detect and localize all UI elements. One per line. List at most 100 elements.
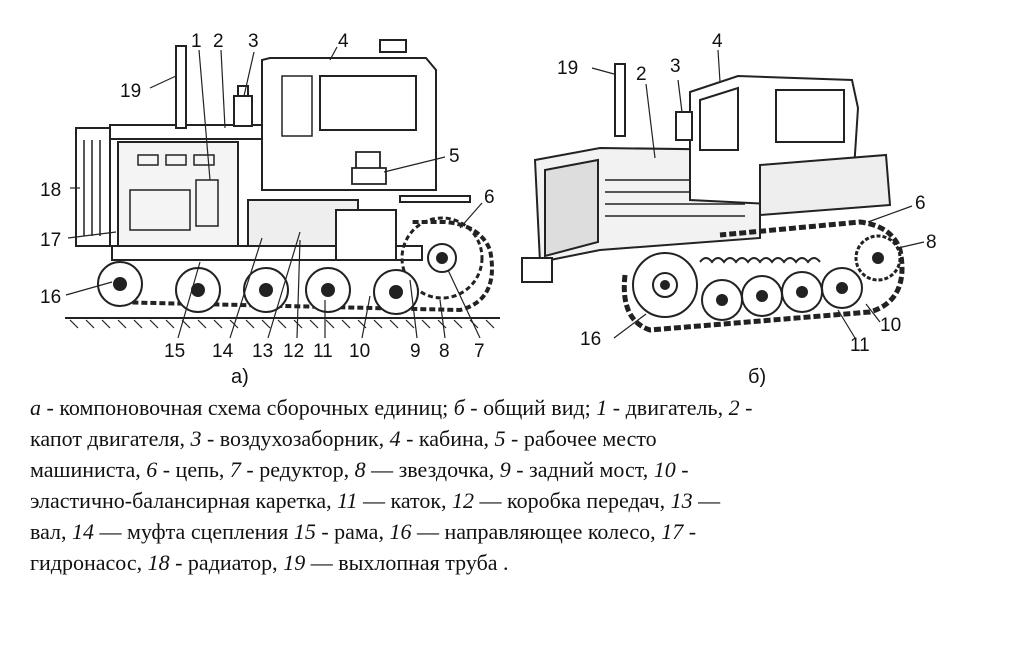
label-a-9: 9 — [410, 341, 421, 362]
label-b-19: 19 — [557, 58, 578, 79]
air-intake-b — [675, 111, 693, 141]
caption-text: гидронасос, — [30, 550, 148, 575]
caption-text: — направляющее колесо, — [411, 519, 662, 544]
labels-a: 1 2 3 4 5 6 7 8 9 10 11 12 13 14 15 16 1… — [40, 31, 495, 388]
label-a-13: 13 — [252, 341, 273, 362]
label-a-19: 19 — [120, 81, 141, 102]
caption-text: — коробка передач, — [474, 488, 671, 513]
caption-text: — звездочка, — [365, 457, 500, 482]
caption-text: — выхлопная труба . — [305, 550, 509, 575]
engine-hood — [109, 124, 271, 140]
label-a-16: 16 — [40, 287, 61, 308]
caption-text: - рама, — [315, 519, 390, 544]
leader-lines-b — [591, 49, 925, 339]
road-wheels-b — [701, 267, 863, 321]
caption-line: машиниста, 6 - цепь, 7 - редуктор, 8 — з… — [30, 454, 995, 485]
caption-line: капот двигателя, 3 - воздухозаборник, 4 … — [30, 423, 995, 454]
caption-ref: 8 — [354, 457, 366, 482]
caption-ref: б — [453, 395, 465, 420]
ground-line — [65, 317, 500, 329]
label-b-6: 6 — [915, 193, 926, 214]
caption-ref: а — [30, 395, 41, 420]
caption-text: - кабина, — [400, 426, 495, 451]
caption-text: — — [692, 488, 721, 513]
suspension-springs-b — [699, 257, 821, 264]
caption-ref: 13 — [670, 488, 693, 513]
caption-text: — каток, — [357, 488, 453, 513]
label-a-15: 15 — [164, 341, 185, 362]
tractor-perspective-view — [521, 63, 905, 333]
caption-text: - редуктор, — [240, 457, 355, 482]
caption-text: - цепь, — [157, 457, 230, 482]
caption-ref: 17 — [661, 519, 684, 544]
caption-ref: 6 — [146, 457, 158, 482]
labels-b: 19 2 3 4 6 8 16 11 10 б) — [557, 31, 937, 388]
caption-text: - двигатель, — [607, 395, 729, 420]
idler-wheel — [97, 261, 143, 307]
air-intake — [233, 85, 253, 127]
caption-ref: 15 — [293, 519, 316, 544]
label-b-3: 3 — [670, 56, 681, 77]
caption-ref: 5 — [494, 426, 506, 451]
label-b-8: 8 — [926, 232, 937, 253]
label-b-4: 4 — [712, 31, 723, 52]
caption-text: - компоновочная схема сборочных единиц; — [41, 395, 454, 420]
caption-line: вал, 14 — муфта сцепления 15 - рама, 16 … — [30, 516, 995, 547]
caption-ref: 10 — [653, 457, 676, 482]
caption-ref: 4 — [389, 426, 401, 451]
caption-text: — муфта сцепления — [94, 519, 294, 544]
caption-text: - радиатор, — [169, 550, 284, 575]
figure-caption: а - компоновочная схема сборочных единиц… — [30, 392, 995, 578]
exhaust-pipe — [175, 45, 187, 129]
caption-line: гидронасос, 18 - радиатор, 19 — выхлопна… — [30, 547, 995, 578]
label-b-16: 16 — [580, 329, 601, 350]
label-b-10: 10 — [880, 315, 901, 336]
label-a-5: 5 — [449, 146, 460, 167]
caption-ref: 11 — [337, 488, 358, 513]
caption-text: вал, — [30, 519, 73, 544]
caption-text: - — [675, 457, 689, 482]
road-wheels — [175, 267, 419, 315]
label-a-18: 18 — [40, 180, 61, 201]
caption-text: эластично-балансирная каретка, — [30, 488, 338, 513]
caption-text: - общий вид; — [464, 395, 597, 420]
drive-sprocket-b — [854, 234, 902, 282]
caption-ref: 2 — [728, 395, 740, 420]
idler-wheel-b — [632, 252, 698, 318]
label-a-12: 12 — [283, 341, 304, 362]
label-a-17: 17 — [40, 230, 61, 251]
caption-line: а - компоновочная схема сборочных единиц… — [30, 392, 995, 423]
label-a-1: 1 — [191, 31, 202, 52]
label-a-7: 7 — [474, 341, 485, 362]
label-a-4: 4 — [338, 31, 349, 52]
label-b-2: 2 — [636, 64, 647, 85]
exhaust-pipe-b — [614, 63, 626, 137]
caption-ref: 12 — [452, 488, 475, 513]
caption-text: - воздухозаборник, — [201, 426, 390, 451]
caption-text: - задний мост, — [510, 457, 654, 482]
sublabel-a: а) — [231, 366, 249, 388]
leader-lines-a — [65, 46, 483, 339]
operator-seat — [351, 151, 387, 185]
drive-sprocket — [400, 216, 484, 300]
caption-ref: 19 — [283, 550, 306, 575]
label-a-10: 10 — [349, 341, 370, 362]
caption-ref: 16 — [389, 519, 412, 544]
sublabel-b: б) — [748, 366, 766, 388]
label-a-3: 3 — [248, 31, 259, 52]
caption-ref: 7 — [229, 457, 241, 482]
label-a-8: 8 — [439, 341, 450, 362]
caption-text: капот двигателя, — [30, 426, 191, 451]
caption-text: - рабочее место — [505, 426, 657, 451]
caption-text: машиниста, — [30, 457, 147, 482]
label-b-11: 11 — [850, 335, 870, 356]
tractor-side-view — [65, 39, 500, 329]
caption-ref: 1 — [596, 395, 608, 420]
caption-ref: 9 — [499, 457, 511, 482]
label-a-6: 6 — [484, 187, 495, 208]
caption-ref: 14 — [72, 519, 95, 544]
cab-window — [319, 75, 417, 131]
label-a-14: 14 — [212, 341, 234, 362]
caption-ref: 18 — [147, 550, 170, 575]
